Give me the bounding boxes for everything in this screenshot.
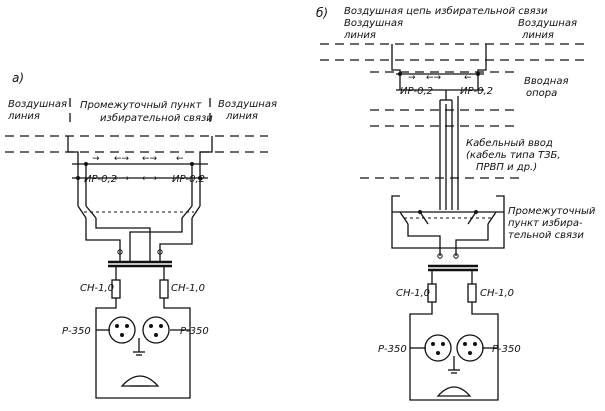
wire [199,136,213,206]
intermediate-point-label-b-2: пункт избира- [508,217,583,229]
air-line-left-label-b-1: Воздушная [344,18,403,29]
protector-left-label-a: ИР-0,2 [84,174,117,185]
air-line-left-label-a-2: линия [7,111,40,122]
device-box [409,302,499,401]
fuse-right-icon-b [467,283,477,303]
cable-entry-label-3: ПРВП и др.) [476,162,537,173]
terminal-icon [157,249,163,255]
wire [455,224,489,256]
arrow-icon: ← [176,154,184,164]
intermediate-point-label-b-1: Промежуточный [508,206,596,217]
diagram-b: б) Воздушная цепь избирательной связи Во… [316,5,596,401]
air-line-left-label-b-2: линия [343,30,376,41]
wire [407,224,441,256]
relay-pin [468,351,472,355]
bell-icon-b [436,386,472,397]
switch-icon [77,205,87,219]
wire [159,218,193,262]
relay-left-icon-a [108,316,136,344]
air-line-right-label-a-2: линия [225,111,258,122]
relay-pin [120,333,124,337]
diagram-b-tag: б) [316,6,328,20]
relay-right-icon-b [456,334,484,362]
switch-icon [487,211,497,225]
relay-pin [159,324,163,328]
junction-dot [84,162,88,166]
arrow-icon: ← [464,73,472,83]
junction-dot [476,72,480,76]
arrow-icon: → [92,154,100,164]
air-line-left-label-a-1: Воздушная [8,99,67,110]
device-right-label-b: Р-350 [492,344,521,355]
relay-pin [473,342,477,346]
fuse-left-label-b: СН-1,0 [396,288,430,299]
intermediate-point-label-b-3: тельной связи [508,230,584,241]
arrow-icon: ←→ [426,73,442,83]
air-line-right-label-a-1: Воздушная [218,99,277,110]
terminal-icon [117,249,123,255]
arrow-icon: ←→ [142,174,158,184]
relay-pin [115,324,119,328]
cable-entry-label-1: Кабельный ввод [466,137,553,149]
intermediate-box [391,195,505,249]
wire [95,218,151,262]
intermediate-point-label-a-1: Промежуточный пункт [80,100,203,111]
relay-right-icon-a [142,316,170,344]
air-line-right-label-b-1: Воздушная [518,18,577,29]
junction-dot [474,210,478,214]
relay-pin [154,333,158,337]
fuse-right-icon-a [159,279,169,299]
entry-pole-label-1: Вводная [524,76,568,87]
protector-left-label-b: ИР-0,2 [400,86,433,97]
device-right-label-a: Р-350 [180,326,209,337]
fuse-left-label-a: СН-1,0 [80,283,114,294]
wire [129,218,183,262]
air-line-right-label-b-2: линия [521,30,554,41]
device-left-label-b: Р-350 [378,344,407,355]
fuse-right-label-b: СН-1,0 [480,288,514,299]
junction-dot [190,162,194,166]
wire [85,218,121,262]
relay-pin [441,342,445,346]
entry-pole-label-2: опора [526,88,557,99]
junction-dot [76,176,80,180]
arrow-icon: ←→ [142,154,158,164]
bell-icon-a [120,375,160,387]
device-left-label-a: Р-350 [62,326,91,337]
relay-pin [149,324,153,328]
relay-left-icon-b [424,334,452,362]
relay-pin [436,351,440,355]
arrow-icon: → [408,73,416,83]
air-circuit-title-b: Воздушная цепь избирательной связи [344,5,548,17]
junction-dot [418,210,422,214]
fuse-right-label-a: СН-1,0 [171,283,205,294]
relay-pin [463,342,467,346]
diagram-a: а) Воздушная линия Промежуточный пункт и… [5,71,277,399]
cable-entry-label-2: (кабель типа ТЗБ, [466,149,561,161]
terminal-icon [437,253,443,259]
protector-right-label-a: ИР-0,2 [172,174,205,185]
arrow-icon: ←→ [114,154,130,164]
switch-icon [191,205,201,219]
wire [67,136,79,206]
wire [477,44,487,90]
junction-dot [198,176,202,180]
terminal-icon [453,253,459,259]
device-box [95,298,191,399]
relay-pin [431,342,435,346]
relay-pin [125,324,129,328]
junction-dot [398,72,402,76]
arrow-icon: ←→ [114,174,130,184]
protector-right-label-b: ИР-0,2 [460,86,493,97]
intermediate-point-label-a-2: избирательной связи [100,112,213,124]
diagram-a-tag: а) [12,71,24,85]
wire [391,44,401,90]
